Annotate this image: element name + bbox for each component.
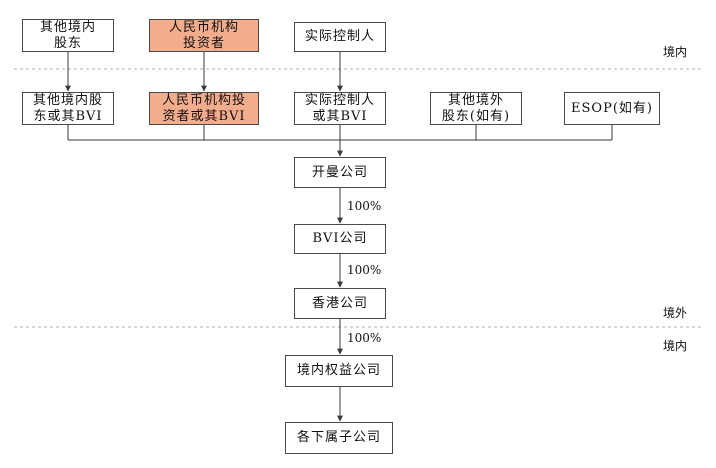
actual-controller-label: 实际控制人 bbox=[304, 29, 375, 44]
rmb-investors-box: 人民币机构 投资者 bbox=[149, 19, 259, 52]
rmb-investors-label: 人民币机构 投资者 bbox=[168, 19, 239, 51]
esop-label: ESOP(如有) bbox=[571, 100, 653, 116]
other-onshore-bvi-label: 其他境内股 东或其BVI bbox=[32, 92, 103, 124]
hk-company-box: 香港公司 bbox=[294, 288, 386, 319]
bvi-company-label: BVI公司 bbox=[312, 231, 368, 246]
onshore-equity-company-box: 境内权益公司 bbox=[285, 355, 393, 387]
controller-bvi-label: 实际控制人 或其BVI bbox=[304, 92, 375, 124]
other-onshore-bvi-box: 其他境内股 东或其BVI bbox=[22, 92, 114, 125]
bvi-company-box: BVI公司 bbox=[294, 224, 386, 254]
actual-controller-box: 实际控制人 bbox=[294, 22, 386, 52]
hk-company-label: 香港公司 bbox=[311, 295, 368, 311]
subsidiaries-label: 各下属子公司 bbox=[296, 430, 381, 445]
subsidiaries-box: 各下属子公司 bbox=[285, 422, 393, 454]
pct-hk-onshore: 100% bbox=[347, 331, 382, 345]
region-label-onshore-bottom: 境内 bbox=[663, 339, 688, 353]
region-label-onshore-top: 境内 bbox=[663, 45, 688, 59]
pct-cayman-bvi: 100% bbox=[347, 199, 382, 213]
cayman-company-box: 开曼公司 bbox=[294, 157, 386, 188]
pct-bvi-hk: 100% bbox=[347, 263, 382, 277]
controller-bvi-box: 实际控制人 或其BVI bbox=[294, 92, 386, 125]
region-label-offshore: 境外 bbox=[663, 306, 688, 320]
onshore-other-shareholders-box: 其他境内 股东 bbox=[22, 19, 114, 52]
offshore-other-shareholders-box: 其他境外 股东(如有) bbox=[430, 92, 522, 125]
onshore-equity-company-label: 境内权益公司 bbox=[296, 363, 381, 378]
offshore-other-shareholders-label: 其他境外 股东(如有) bbox=[441, 92, 511, 124]
esop-box: ESOP(如有) bbox=[564, 92, 660, 125]
onshore-other-shareholders-label: 其他境内 股东 bbox=[39, 19, 96, 51]
rmb-investors-bvi-box: 人民币机构投 资者或其BVI bbox=[149, 92, 259, 125]
cayman-company-label: 开曼公司 bbox=[311, 164, 368, 180]
rmb-investors-bvi-label: 人民币机构投 资者或其BVI bbox=[161, 92, 246, 124]
